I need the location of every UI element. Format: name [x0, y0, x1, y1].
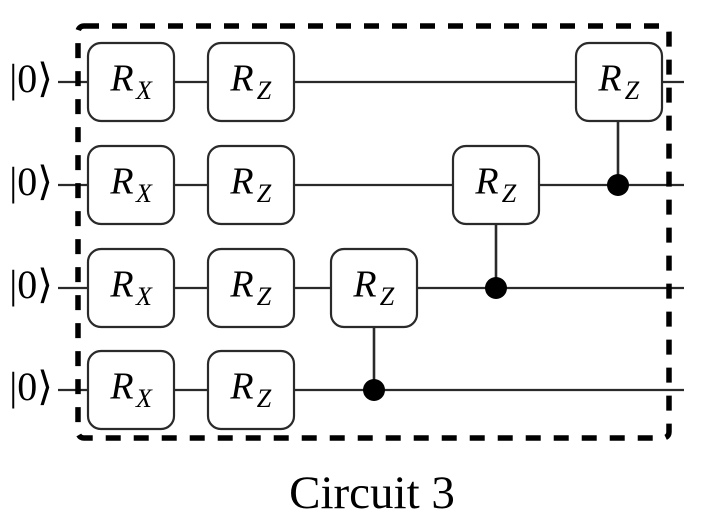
rx-gate-q3-label: R — [109, 366, 133, 408]
rz-gate-q1-label: R — [229, 161, 253, 203]
ket-label-q3: |0⟩ — [9, 364, 53, 409]
rz-gate-q3-label: R — [229, 366, 253, 408]
layer-boundary-group — [75, 23, 672, 441]
rx-gate-q1-box — [86, 144, 176, 226]
ket-label-q0: |0⟩ — [9, 56, 53, 101]
rz-gate-q0-subscript: Z — [257, 76, 272, 105]
ket-label-q2: |0⟩ — [9, 262, 53, 307]
control-link-q1-to-q0-dot — [607, 174, 629, 196]
crz-gate-target-q1-subscript: Z — [502, 179, 517, 208]
crz-gate-target-q2-label: R — [352, 264, 376, 306]
crz-gate-target-q1-box — [451, 144, 541, 226]
rz-gate-q2-subscript: Z — [257, 282, 272, 311]
figure-caption: Circuit 3 — [289, 467, 455, 519]
rz-gate-q1-subscript: Z — [257, 179, 272, 208]
crz-gate-target-q1-label: R — [474, 161, 498, 203]
controlled-links-group — [363, 121, 629, 401]
ket-label-q1: |0⟩ — [9, 159, 53, 204]
rz-gate-q0-box — [206, 41, 296, 123]
rx-gate-q2-subscript: X — [135, 282, 153, 311]
rx-gate-q0-box — [86, 41, 176, 123]
rx-gate-q2-label: R — [109, 264, 133, 306]
repeated-layer-boundary — [75, 23, 672, 441]
crz-gate-target-q0-label: R — [597, 58, 621, 100]
crz-gate-target-q0-subscript: Z — [625, 76, 640, 105]
rz-gate-q2-box — [206, 247, 296, 329]
rx-gate-q3-subscript: X — [135, 384, 153, 413]
crz-gate-target-q0-box — [574, 41, 664, 123]
control-link-q2-to-q1-dot — [485, 277, 507, 299]
rx-gate-q1-label: R — [109, 161, 133, 203]
rz-gate-q1-box — [206, 144, 296, 226]
rx-gate-q0-subscript: X — [135, 76, 153, 105]
rz-gate-q3-box — [206, 349, 296, 431]
rx-gate-q3-box — [86, 349, 176, 431]
control-link-q3-to-q2-dot — [363, 379, 385, 401]
rz-gate-q2-label: R — [229, 264, 253, 306]
crz-gate-target-q2-subscript: Z — [380, 282, 395, 311]
crz-gate-target-q2-box — [329, 247, 419, 329]
ket-labels-group: |0⟩ |0⟩ |0⟩ |0⟩ — [9, 56, 53, 409]
rz-gate-q0-label: R — [229, 58, 253, 100]
qubit-wires-group — [58, 80, 684, 392]
rx-gate-q1-subscript: X — [135, 179, 153, 208]
rx-gate-q2-box — [86, 247, 176, 329]
rx-gate-q0-label: R — [109, 58, 133, 100]
rz-gate-q3-subscript: Z — [257, 384, 272, 413]
